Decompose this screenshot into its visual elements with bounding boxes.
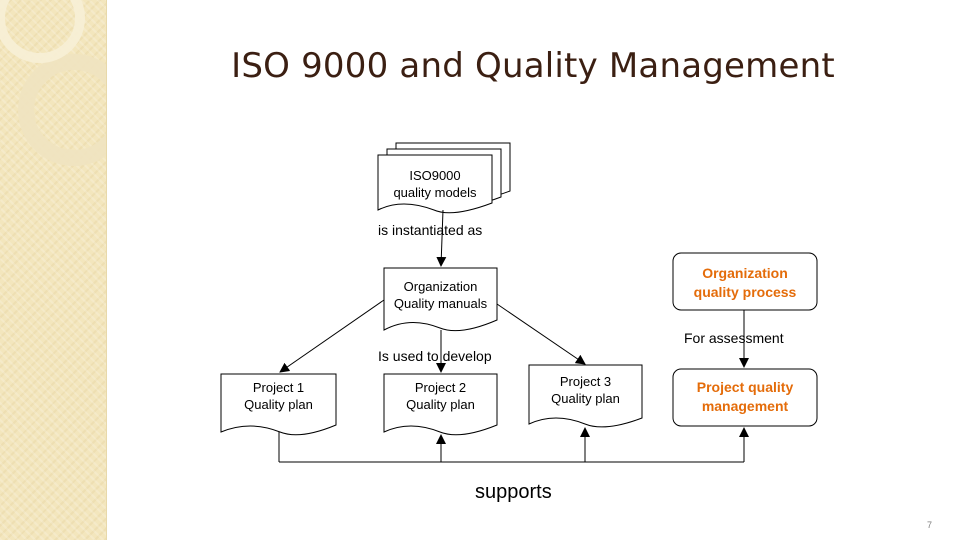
project3-label: Project 3 Quality plan: [529, 373, 642, 407]
org-manuals-line1: Organization: [403, 279, 478, 294]
project2-line2: Quality plan: [406, 397, 475, 412]
project1-document: [220, 373, 337, 436]
project2-document: [383, 373, 498, 436]
org-process-line2: quality process: [693, 284, 797, 300]
iso-models-line1: ISO9000: [409, 168, 461, 183]
org-process-line1: Organization: [702, 265, 788, 281]
project-qm-line2: management: [701, 398, 789, 414]
edge-label-used-to-develop: Is used to develop: [378, 348, 492, 364]
project2-label: Project 2 Quality plan: [384, 379, 497, 413]
edge-label-supports: supports: [475, 481, 552, 503]
iso-models-label: ISO9000 quality models: [378, 167, 492, 201]
iso-models-document: [377, 142, 511, 214]
org-manuals-line2: Quality manuals: [393, 296, 488, 311]
project-qm-line1: Project quality: [696, 379, 794, 395]
edge-manuals-to-project1: [279, 299, 385, 373]
decorative-sidebar: [0, 0, 130, 540]
edge-label-for-assessment: For assessment: [684, 330, 784, 346]
org-manuals-label: Organization Quality manuals: [384, 278, 497, 312]
project-qm-label: Project quality management: [673, 378, 817, 416]
supports-bus: [278, 427, 749, 463]
iso-models-line2: quality models: [393, 185, 477, 200]
edge-label-instantiated: is instantiated as: [378, 222, 483, 238]
org-process-label: Organization quality process: [673, 264, 817, 302]
project-qm-box: [672, 368, 818, 427]
project1-line1: Project 1: [252, 380, 305, 395]
project3-line2: Quality plan: [551, 391, 620, 406]
org-process-box: [672, 252, 818, 311]
project3-line1: Project 3: [559, 374, 612, 389]
slide-number: 7: [926, 520, 932, 530]
org-manuals-document: [383, 267, 498, 332]
project2-line1: Project 2: [414, 380, 467, 395]
project1-label: Project 1 Quality plan: [221, 379, 336, 413]
edge-iso-to-manuals: [436, 209, 447, 267]
edge-manuals-to-project3: [496, 303, 586, 365]
project3-document: [528, 364, 643, 428]
project1-line2: Quality plan: [244, 397, 313, 412]
slide-title: ISO 9000 and Quality Management: [231, 46, 835, 86]
